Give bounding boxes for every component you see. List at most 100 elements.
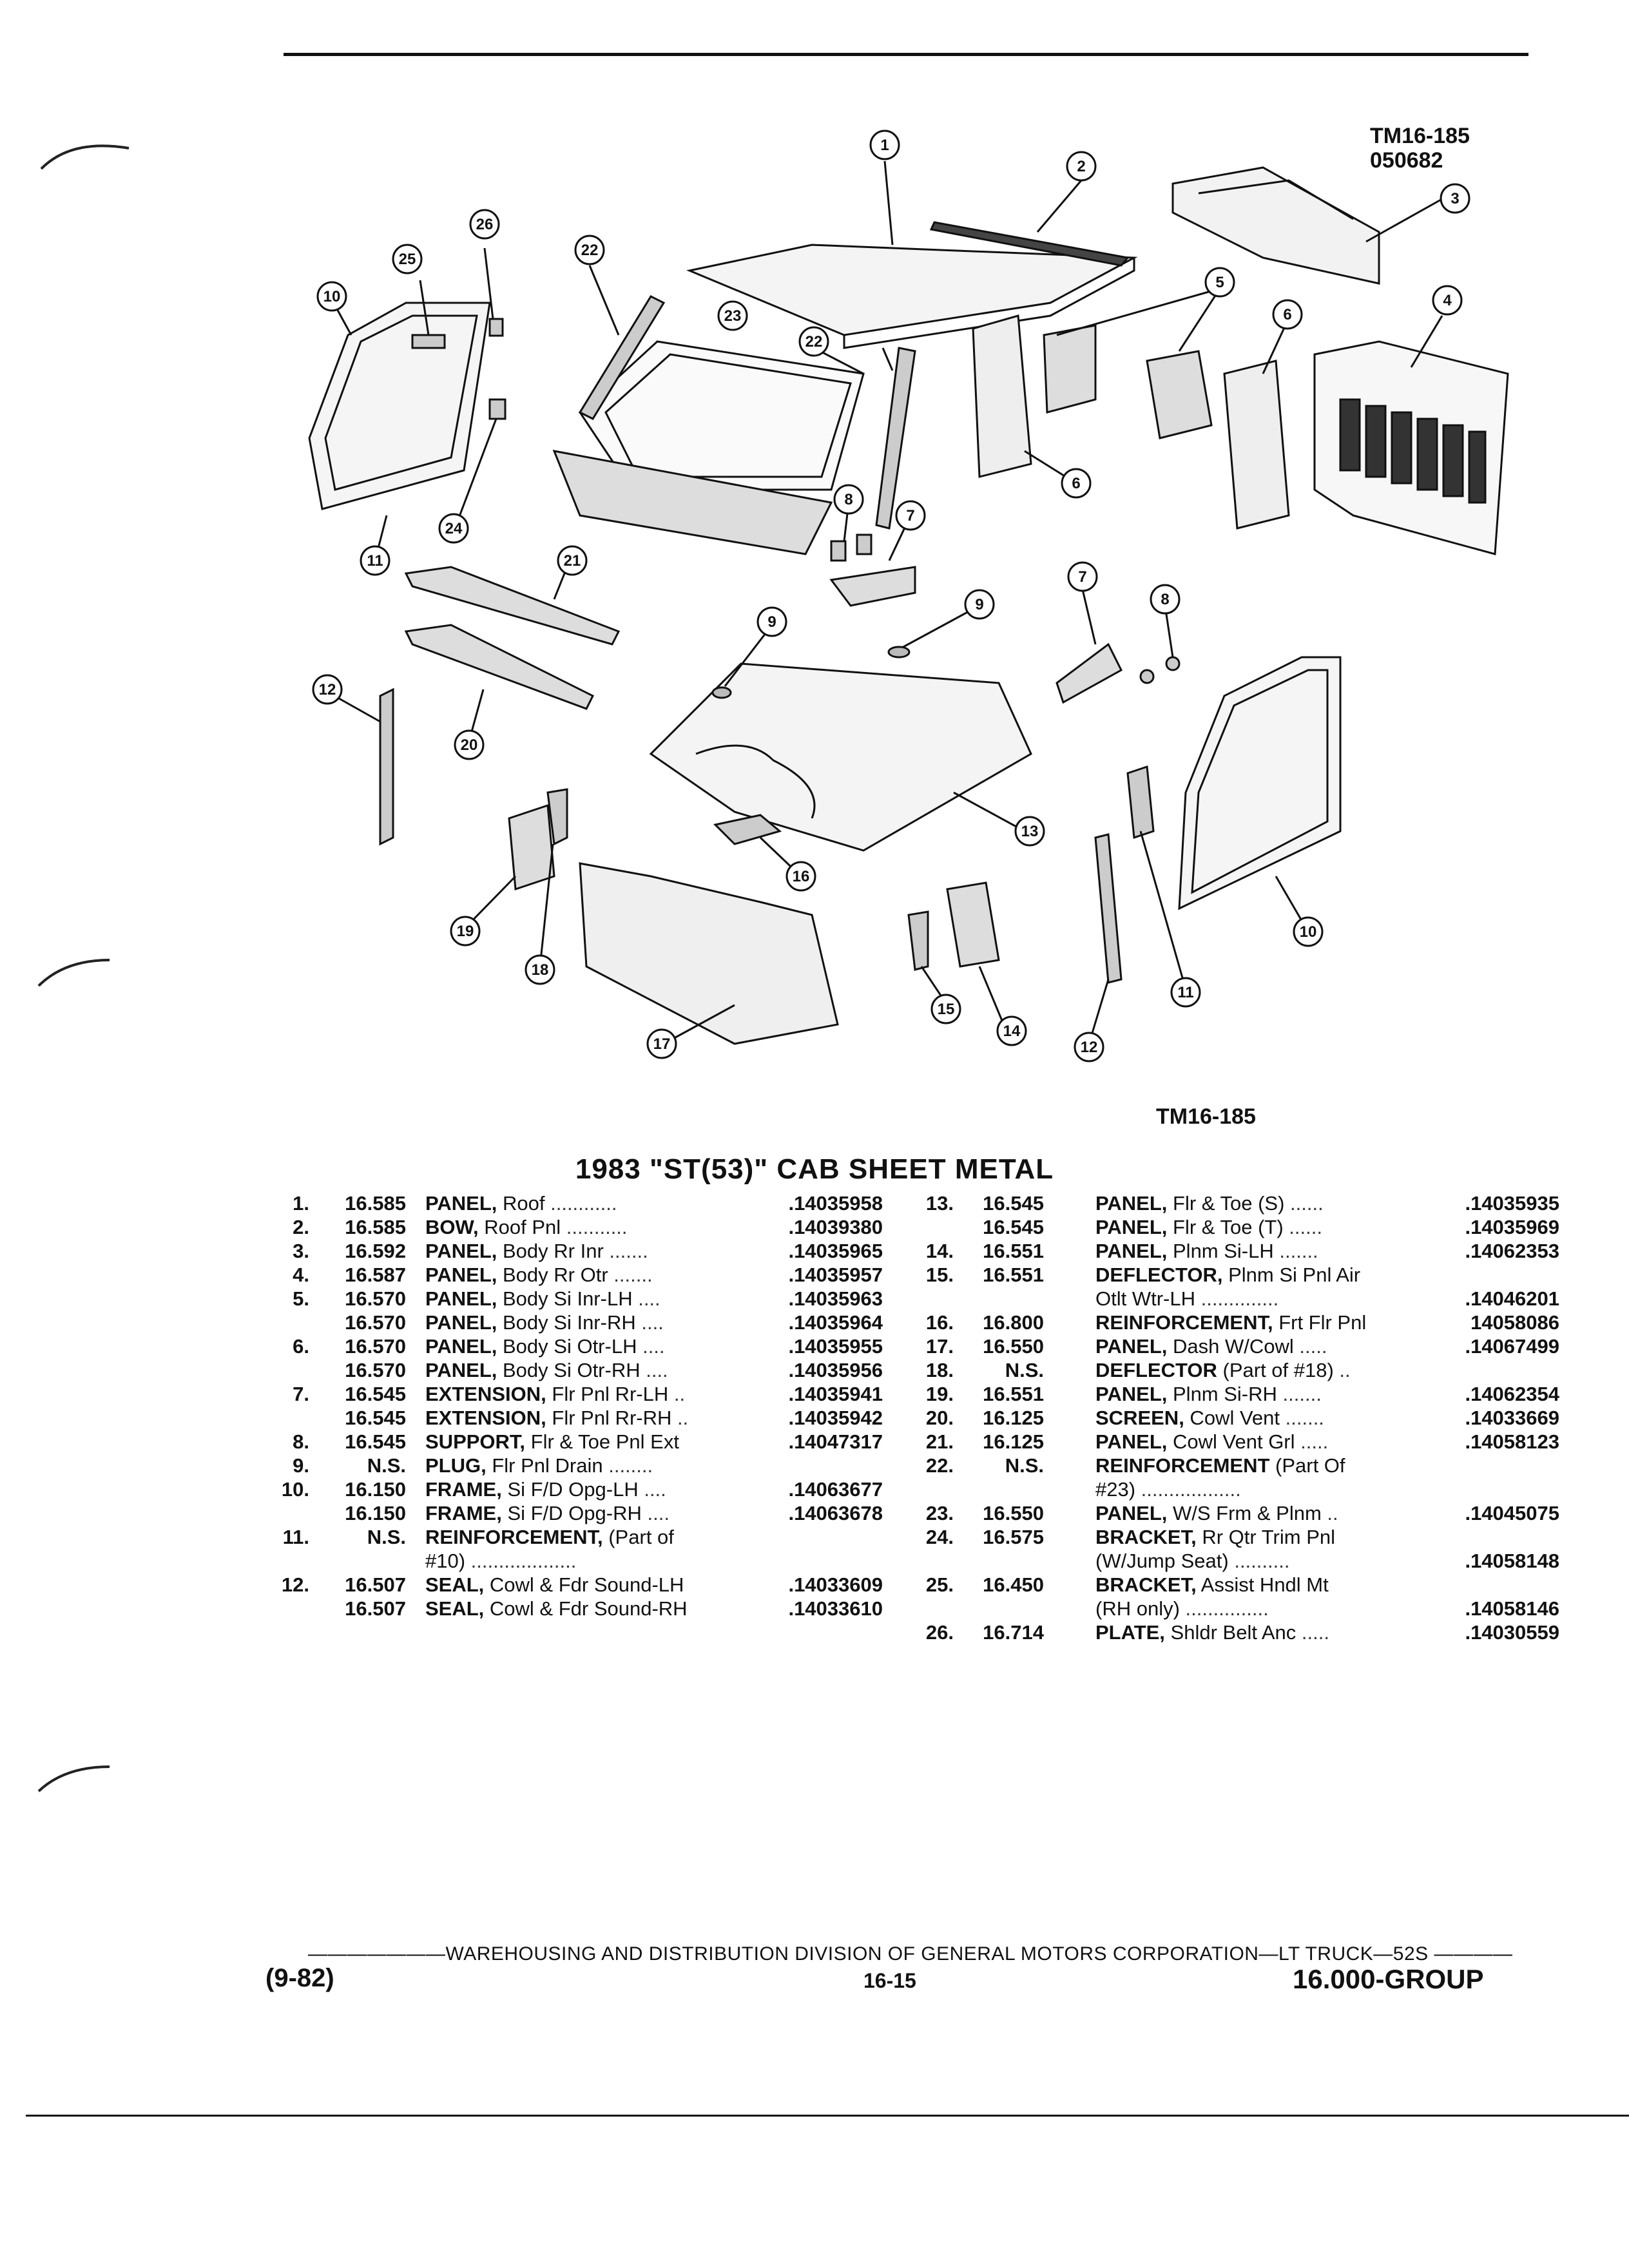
svg-text:9: 9 bbox=[975, 596, 983, 613]
item-detail: Si F/D Opg-LH bbox=[501, 1478, 644, 1501]
group-number: 16.550 bbox=[983, 1335, 1044, 1358]
callout-25: 25 bbox=[392, 244, 423, 274]
item-detail: (Part of #18) bbox=[1217, 1359, 1340, 1381]
dot-leader: ....... bbox=[1282, 1383, 1322, 1405]
part-number: .14062353 bbox=[1465, 1240, 1559, 1262]
item-description: SUPPORT, Flr & Toe Pnl Ext bbox=[425, 1430, 679, 1454]
part-number: .14058146 bbox=[1465, 1597, 1559, 1620]
body-rear-inner-panel bbox=[1171, 166, 1380, 285]
item-description: FRAME, Si F/D Opg-RH .... bbox=[425, 1502, 670, 1525]
parts-row: (RH only) ............... .14058146 bbox=[915, 1597, 1559, 1621]
part-number: .14067499 bbox=[1465, 1335, 1559, 1358]
item-detail: Body Rr Otr bbox=[497, 1264, 614, 1286]
callout-13: 13 bbox=[1014, 816, 1045, 847]
group-number: N.S. bbox=[1005, 1454, 1044, 1477]
dash-cowl-panel bbox=[579, 862, 839, 1045]
group-number: N.S. bbox=[1005, 1359, 1044, 1381]
item-detail: Cowl & Fdr Sound-RH bbox=[484, 1597, 688, 1620]
item-name: PANEL, bbox=[1095, 1383, 1168, 1405]
item-name: PANEL, bbox=[425, 1359, 497, 1381]
parts-row: Otlt Wtr-LH ...............14046201 bbox=[915, 1287, 1559, 1311]
item-description: PANEL, Flr & Toe (S) ...... bbox=[1095, 1192, 1324, 1215]
dot-leader: .... bbox=[641, 1311, 664, 1334]
item-number: 7. bbox=[293, 1383, 309, 1405]
svg-text:23: 23 bbox=[724, 307, 742, 325]
item-detail: Body Si Otr-LH bbox=[497, 1335, 643, 1358]
part-number: .14033669 bbox=[1465, 1407, 1559, 1429]
part-number: .14035963 bbox=[788, 1287, 883, 1310]
plate-26 bbox=[488, 318, 504, 337]
svg-text:3: 3 bbox=[1451, 190, 1459, 207]
item-description: PANEL, Flr & Toe (T) ...... bbox=[1095, 1216, 1322, 1239]
group-number: 16.450 bbox=[983, 1573, 1044, 1596]
group-number: 16.550 bbox=[983, 1502, 1044, 1524]
item-number: 20. bbox=[925, 1407, 954, 1429]
cowl-seal-rh bbox=[1094, 833, 1123, 984]
svg-text:13: 13 bbox=[1021, 823, 1039, 840]
group-number: 16.714 bbox=[983, 1621, 1044, 1644]
item-description: #23) .................. bbox=[1095, 1478, 1241, 1501]
callout-12a: 12 bbox=[312, 674, 343, 705]
item-name: PANEL, bbox=[425, 1311, 497, 1334]
dot-leader: ....... bbox=[1279, 1240, 1318, 1262]
part-number: .14035965 bbox=[788, 1240, 883, 1262]
item-name: BRACKET, bbox=[1095, 1526, 1197, 1548]
svg-text:22: 22 bbox=[581, 242, 599, 259]
item-description: SEAL, Cowl & Fdr Sound-LH bbox=[425, 1573, 684, 1597]
item-name: SUPPORT, bbox=[425, 1430, 526, 1453]
page-number: 16-15 bbox=[863, 1969, 916, 1992]
dot-leader: .. bbox=[673, 1383, 686, 1405]
dot-leader: ...... bbox=[1289, 1216, 1322, 1238]
part-number: .14030559 bbox=[1465, 1621, 1559, 1644]
item-name: DEFLECTOR, bbox=[1095, 1264, 1223, 1286]
svg-text:7: 7 bbox=[1078, 568, 1086, 586]
drain-plug-a bbox=[711, 686, 732, 699]
item-detail: (Part of bbox=[602, 1526, 674, 1548]
parts-row: 11.N.S.REINFORCEMENT, (Part of bbox=[271, 1526, 883, 1550]
ref-code: TM16-185 bbox=[1370, 124, 1470, 148]
item-description: (RH only) ............... bbox=[1095, 1597, 1269, 1620]
group-number: 16.125 bbox=[983, 1430, 1044, 1453]
callout-8b: 8 bbox=[1150, 584, 1181, 615]
dot-leader: .... bbox=[647, 1502, 670, 1524]
svg-text:5: 5 bbox=[1215, 274, 1224, 291]
svg-text:17: 17 bbox=[653, 1035, 671, 1053]
reinforcement-22-lh bbox=[578, 295, 666, 420]
item-description: PANEL, Body Si Otr-LH .... bbox=[425, 1335, 665, 1358]
group-number: 16.570 bbox=[345, 1335, 406, 1358]
svg-text:2: 2 bbox=[1077, 158, 1085, 175]
item-number: 9. bbox=[293, 1454, 309, 1477]
cowl-vent-screen bbox=[404, 624, 595, 710]
svg-text:12: 12 bbox=[319, 681, 336, 698]
item-description: EXTENSION, Flr Pnl Rr-LH .. bbox=[425, 1383, 685, 1406]
callout-24: 24 bbox=[438, 513, 469, 544]
group-number: 16.125 bbox=[983, 1407, 1044, 1429]
dot-leader: .. bbox=[1327, 1502, 1338, 1524]
item-detail: Cowl Vent bbox=[1184, 1407, 1286, 1429]
item-detail: (Part Of bbox=[1269, 1454, 1345, 1477]
item-description: BOW, Roof Pnl ........... bbox=[425, 1216, 628, 1239]
part-number: .14035942 bbox=[788, 1407, 883, 1429]
part-number: .14045075 bbox=[1465, 1502, 1559, 1524]
callout-15: 15 bbox=[930, 994, 961, 1024]
parts-row: 22.N.S.REINFORCEMENT (Part Of bbox=[915, 1454, 1559, 1478]
part-number: .14035964 bbox=[788, 1311, 883, 1334]
item-name: REINFORCEMENT, bbox=[1095, 1311, 1273, 1334]
item-number: 5. bbox=[293, 1287, 309, 1310]
callout-1: 1 bbox=[869, 130, 900, 160]
item-number: 12. bbox=[281, 1573, 309, 1596]
item-number: 10. bbox=[281, 1478, 309, 1501]
group-number: 16.507 bbox=[345, 1597, 406, 1620]
svg-text:21: 21 bbox=[564, 552, 581, 570]
dot-leader: ........... bbox=[566, 1216, 628, 1238]
item-name: SEAL, bbox=[425, 1597, 485, 1620]
bracket-24 bbox=[488, 398, 506, 420]
